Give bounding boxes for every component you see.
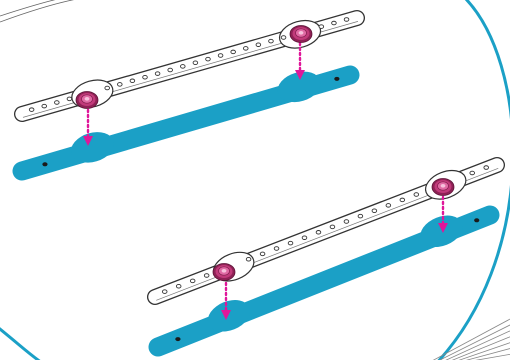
screw-center (298, 31, 304, 35)
dotted-down-arrow-icon (83, 108, 93, 146)
bracket-hole (203, 273, 210, 278)
screw-center (221, 269, 227, 273)
bracket-hole (205, 56, 211, 62)
bracket-hole (315, 230, 322, 235)
bracket-hole (245, 257, 252, 262)
bracket-hole (180, 64, 186, 69)
arrow-head (295, 70, 305, 80)
dotted-down-arrow-icon (295, 41, 305, 80)
pad-bulge (71, 132, 115, 163)
bracket-hole (331, 20, 337, 26)
bracket-hole (167, 67, 173, 73)
bracket-hole (230, 49, 236, 55)
lower-assembly (147, 157, 505, 357)
bracket-hole (175, 283, 182, 289)
screw-icon (431, 178, 455, 196)
rim-arc (0, 327, 41, 360)
table-edge-line (432, 318, 510, 360)
bracket-hole (129, 78, 136, 84)
bracket-hole (259, 251, 266, 257)
rim-arc (437, 0, 510, 360)
bracket-hole (357, 213, 364, 219)
bracket-hole (318, 24, 325, 29)
bracket-hole (192, 60, 199, 66)
pad-slot (334, 76, 340, 81)
bracket-hole (161, 289, 168, 294)
table-edge-line (475, 353, 510, 360)
bracket-hole (385, 203, 392, 208)
bracket-hole (66, 96, 73, 102)
arrow-head (83, 136, 93, 146)
bracket-hole (371, 208, 378, 213)
bracket-hole (280, 35, 287, 40)
table-edge-line (458, 342, 510, 360)
screw-center (440, 184, 446, 188)
bracket-hole (273, 246, 280, 251)
screw-icon (212, 263, 236, 281)
bracket-hole (399, 197, 406, 203)
screw-icon (289, 25, 313, 43)
bracket-hole (255, 42, 262, 47)
arrow-head (221, 310, 231, 320)
upper-assembly (12, 10, 365, 181)
bracket-hole (154, 71, 161, 76)
bracket-hole (54, 100, 60, 105)
bracket-hole (142, 74, 148, 80)
table-edge-line (445, 330, 510, 360)
bracket-hole (301, 235, 308, 240)
bracket-hole (104, 85, 110, 91)
pad-bulge (420, 215, 463, 248)
bracket-hole (189, 278, 196, 284)
screw-center (84, 97, 90, 101)
pad-slot (474, 218, 480, 223)
pad-bulge (207, 300, 251, 332)
dotted-down-arrow-icon (438, 195, 448, 233)
bracket-hole (287, 240, 294, 246)
arrow-head (438, 223, 448, 233)
edge-line (0, 0, 56, 17)
bracket-hole (413, 192, 420, 197)
table-edge-line (439, 324, 510, 360)
bracket-hole (483, 165, 489, 170)
bracket-hole (243, 46, 249, 51)
bracket-hole (117, 82, 123, 87)
bracket-hole (343, 17, 350, 22)
table-edge-line (451, 336, 510, 360)
bracket-hole (41, 103, 47, 109)
bracket-hole (268, 38, 274, 44)
screw-icon (75, 91, 99, 109)
dotted-down-arrow-icon (221, 281, 231, 320)
bracket-hole (343, 219, 350, 224)
pad-slot (175, 337, 181, 342)
bracket-hole (28, 107, 35, 112)
bracket-hole (329, 224, 336, 230)
bracket-hole (217, 53, 224, 58)
bracket-hole (469, 170, 475, 176)
edge-line (0, 0, 75, 23)
pad-bulge (277, 71, 321, 103)
pad-slot (42, 162, 48, 167)
